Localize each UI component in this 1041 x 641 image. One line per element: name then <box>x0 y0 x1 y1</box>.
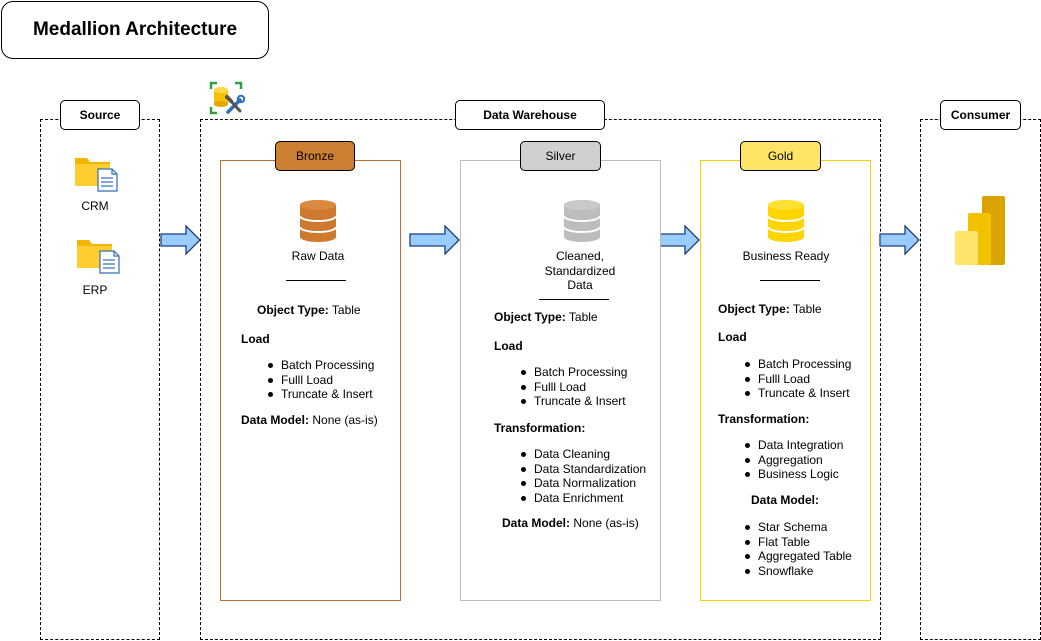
silver-tag: Silver <box>520 141 601 171</box>
silver-load-label: Load <box>494 339 523 353</box>
gold-object-type-label: Object Type: <box>718 302 790 316</box>
list-item: Fulll Load <box>265 373 395 388</box>
list-item: Truncate & Insert <box>265 387 395 402</box>
list-item: Fulll Load <box>518 380 658 395</box>
silver-caption-line: Cleaned, <box>555 249 605 263</box>
gold-transformation-label: Transformation: <box>718 412 810 426</box>
erp-source-label: ERP <box>82 283 108 297</box>
silver-object-type: Object Type: Table <box>494 310 644 325</box>
crm-source-label: CRM <box>81 199 109 213</box>
list-item: Snowflake <box>742 564 867 579</box>
list-item: Batch Processing <box>265 358 395 373</box>
list-item: Data Standardization <box>518 462 658 477</box>
gold-database-icon <box>767 200 805 242</box>
silver-data-model-label: Data Model: <box>502 516 571 530</box>
list-item: Batch Processing <box>742 357 867 372</box>
gold-data-model-list: Star Schema Flat Table Aggregated Table … <box>742 520 867 578</box>
gold-divider <box>760 280 820 281</box>
arrow-right-icon <box>409 224 460 256</box>
list-item: Truncate & Insert <box>742 386 867 401</box>
silver-caption-line: Standardized <box>544 263 616 278</box>
database-tools-icon <box>209 81 246 115</box>
gold-object-type-value: Table <box>792 302 822 316</box>
list-item: Aggregated Table <box>742 549 867 564</box>
silver-object-type-label: Object Type: <box>494 310 566 324</box>
silver-object-type-value: Table <box>568 310 598 324</box>
gold-data-model-label: Data Model: <box>751 493 820 507</box>
warehouse-label: Data Warehouse <box>455 100 605 130</box>
arrow-right-icon <box>160 224 201 256</box>
gold-caption: Business Ready <box>742 249 830 263</box>
bronze-data-model: Data Model: None (as-is) <box>241 413 396 428</box>
bronze-data-model-value: None (as-is) <box>312 413 378 427</box>
bronze-load-label: Load <box>241 332 270 346</box>
erp-folder-document-icon <box>77 240 120 274</box>
silver-layer-box <box>460 160 661 601</box>
list-item: Flat Table <box>742 535 867 550</box>
list-item: Aggregation <box>742 453 867 468</box>
silver-data-model-value: None (as-is) <box>573 516 639 530</box>
bronze-caption: Raw Data <box>291 249 345 263</box>
gold-object-type: Object Type: Table <box>718 302 868 317</box>
silver-data-model: Data Model: None (as-is) <box>502 516 657 531</box>
silver-transformation-list: Data Cleaning Data Standardization Data … <box>518 447 658 505</box>
silver-divider <box>539 299 609 300</box>
arrow-right-icon <box>879 224 920 256</box>
list-item: Business Logic <box>742 467 867 482</box>
bronze-data-model-label: Data Model: <box>241 413 310 427</box>
gold-tag: Gold <box>740 141 821 171</box>
list-item: Data Enrichment <box>518 491 658 506</box>
bronze-tag: Bronze <box>275 141 355 171</box>
silver-load-list: Batch Processing Fulll Load Truncate & I… <box>518 365 658 409</box>
bronze-load-list: Batch Processing Fulll Load Truncate & I… <box>265 358 395 402</box>
list-item: Truncate & Insert <box>518 394 658 409</box>
diagram-title: Medallion Architecture <box>1 1 269 59</box>
source-label: Source <box>60 100 140 130</box>
gold-load-list: Batch Processing Fulll Load Truncate & I… <box>742 357 867 401</box>
bronze-divider <box>286 280 346 281</box>
list-item: Star Schema <box>742 520 867 535</box>
silver-caption: Cleaned, Standardized Data <box>530 249 630 293</box>
list-item: Data Normalization <box>518 476 658 491</box>
bronze-object-type-value: Table <box>331 303 361 317</box>
arrow-right-icon <box>659 224 700 256</box>
gold-transformation-list: Data Integration Aggregation Business Lo… <box>742 438 867 482</box>
list-item: Batch Processing <box>518 365 658 380</box>
consumer-label: Consumer <box>940 100 1021 130</box>
silver-transformation-label: Transformation: <box>494 421 586 435</box>
list-item: Data Integration <box>742 438 867 453</box>
bronze-database-icon <box>299 200 337 242</box>
silver-database-icon <box>563 200 601 242</box>
list-item: Fulll Load <box>742 372 867 387</box>
crm-folder-document-icon <box>75 158 118 192</box>
list-item: Data Cleaning <box>518 447 658 462</box>
bronze-object-type-label: Object Type: <box>257 303 329 317</box>
power-bi-icon <box>955 196 1005 265</box>
gold-load-label: Load <box>718 330 747 344</box>
source-container <box>40 119 160 640</box>
bronze-object-type: Object Type: Table <box>257 303 397 318</box>
silver-caption-line: Data <box>567 278 593 292</box>
